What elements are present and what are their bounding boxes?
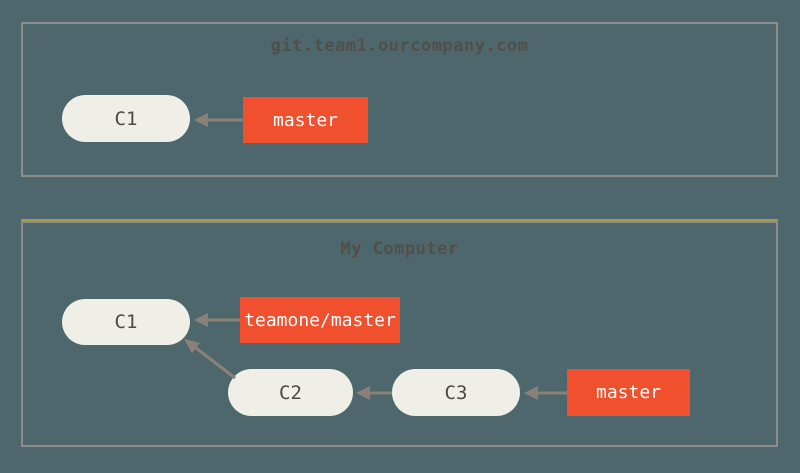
- branch-label-master-local: master: [567, 369, 690, 416]
- local-computer-box: My Computer: [21, 221, 778, 447]
- remote-server-title: git.team1.ourcompany.com: [270, 36, 529, 56]
- remote-server-box: git.team1.ourcompany.com: [21, 22, 778, 177]
- commit-node-c2: C2: [228, 369, 353, 416]
- branch-label-teamone-master: teamone/master: [240, 297, 400, 343]
- commit-node-c3: C3: [392, 369, 520, 416]
- commit-node-c1-local: C1: [62, 299, 190, 345]
- branch-label-master-remote: master: [243, 97, 368, 143]
- local-computer-title: My Computer: [340, 239, 459, 259]
- commit-node-c1-remote: C1: [62, 95, 190, 142]
